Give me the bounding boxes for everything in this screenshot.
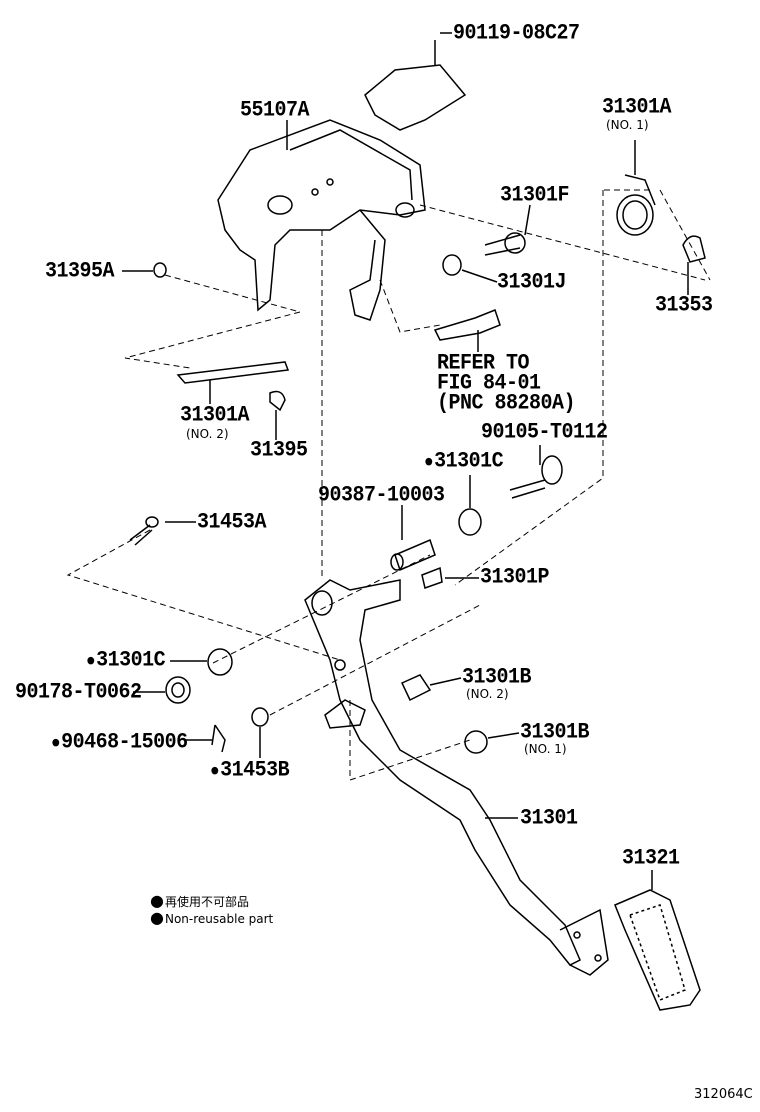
label-31301: 31301	[520, 805, 578, 832]
dashed-guides	[66, 189, 711, 781]
refer-line-3: (PNC 88280A)	[437, 390, 576, 417]
bracket-55107A	[217, 40, 467, 321]
label-90119-08C27: 90119-08C27	[453, 20, 580, 47]
small-parts	[129, 232, 563, 754]
label-31301B-no2-sub: (NO. 2)	[466, 687, 509, 701]
label-31301A-no1-sub: (NO. 1)	[606, 118, 649, 132]
label-90105-T0112: 90105-T0112	[481, 419, 608, 446]
leader-lines	[122, 32, 689, 890]
label-31301A-no2: 31301A	[180, 402, 250, 429]
label-31301J: 31301J	[497, 269, 567, 296]
label-31301B-no1: 31301B	[520, 719, 590, 746]
label-31301P: 31301P	[480, 564, 550, 591]
label-55107A: 55107A	[240, 97, 310, 124]
refer-line-1: REFER TO	[437, 350, 530, 377]
label-31301B-no1-sub: (NO. 1)	[524, 742, 567, 756]
label-31453A: 31453A	[197, 509, 267, 536]
label-31301C-upper: 31301C	[424, 450, 504, 473]
label-31395A: 31395A	[45, 258, 115, 285]
label-90468-15006: 90468-15006	[51, 731, 188, 754]
label-31453B: 31453B	[210, 759, 290, 782]
refer-line-2: FIG 84-01	[437, 370, 541, 397]
pedal-pad-31321	[614, 889, 701, 1011]
label-31321: 31321	[622, 845, 680, 872]
label-90387-10003: 90387-10003	[318, 482, 445, 509]
label-31395: 31395	[250, 437, 308, 464]
pedal-arm-31301	[304, 579, 609, 976]
label-31301A-no1: 31301A	[602, 94, 672, 121]
label-90178-T0062: 90178-T0062	[15, 679, 142, 706]
label-31301C-lower: 31301C	[86, 649, 166, 672]
label-31353: 31353	[655, 292, 713, 319]
label-31301A-no2-sub: (NO. 2)	[186, 427, 229, 441]
spring-31301A-no1	[616, 174, 706, 263]
label-31301B-no2: 31301B	[462, 664, 532, 691]
legend-japanese: 再使用不可部品	[150, 893, 249, 910]
label-31301F: 31301F	[500, 182, 570, 209]
figure-id: 312064C	[694, 1087, 753, 1102]
legend-non-reusable: Non-reusable part	[150, 910, 273, 927]
